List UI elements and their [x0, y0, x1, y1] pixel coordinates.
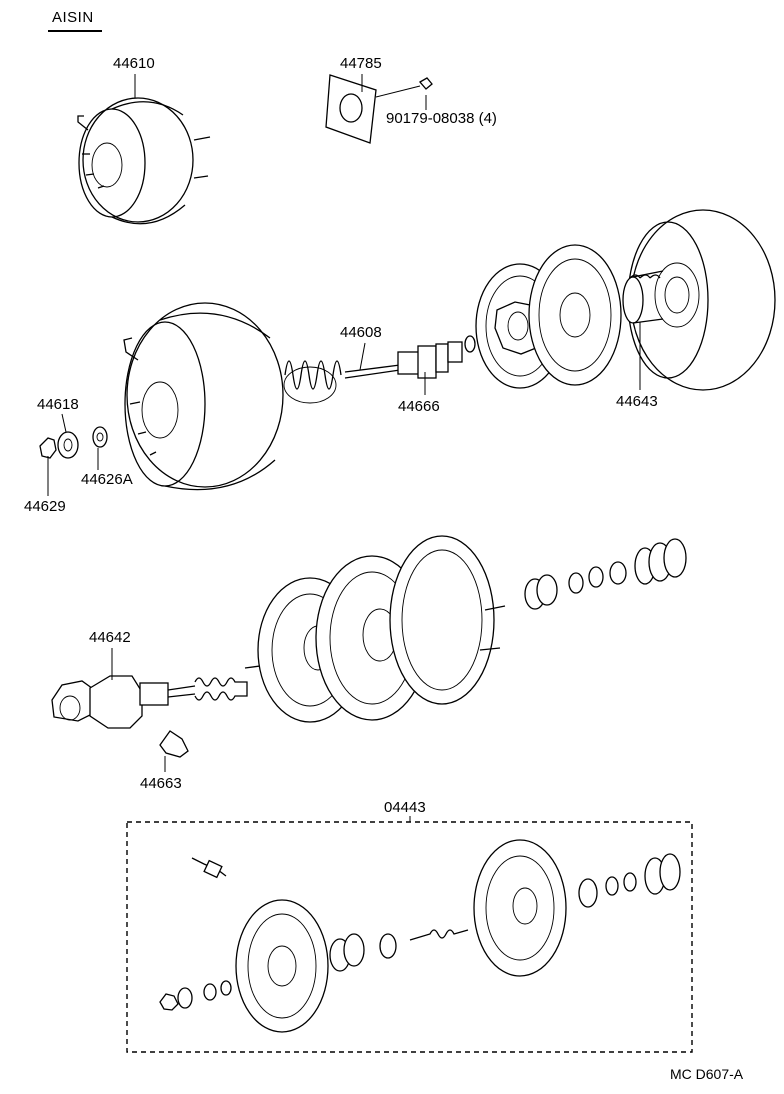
part-label-44629: 44629	[24, 498, 66, 515]
diaphragm-plates-drawing	[475, 209, 776, 391]
part-label-90179: 90179-08038 (4)	[386, 110, 497, 127]
brand-underline	[48, 30, 102, 32]
lower-assembly-drawing	[51, 535, 687, 758]
part-label-44643: 44643	[616, 393, 658, 410]
booster-shell-drawing	[123, 302, 476, 491]
part-label-44642: 44642	[89, 629, 131, 646]
leader-lines	[47, 74, 641, 772]
part-label-44663: 44663	[140, 775, 182, 792]
part-label-04443: 04443	[384, 799, 426, 816]
part-label-44626A: 44626A	[81, 471, 133, 488]
gasket-drawing	[325, 74, 433, 144]
part-label-44618: 44618	[37, 396, 79, 413]
part-label-44785: 44785	[340, 55, 382, 72]
part-label-44666: 44666	[398, 398, 440, 415]
part-label-44610: 44610	[113, 55, 155, 72]
brand-label: AISIN	[52, 9, 94, 26]
part-label-44608: 44608	[340, 324, 382, 341]
seal-retainer-drawing	[39, 426, 108, 459]
booster-assembly-drawing	[77, 97, 211, 225]
repair-kit-box	[126, 816, 693, 1053]
figure-code: MC D607-A	[670, 1066, 744, 1082]
